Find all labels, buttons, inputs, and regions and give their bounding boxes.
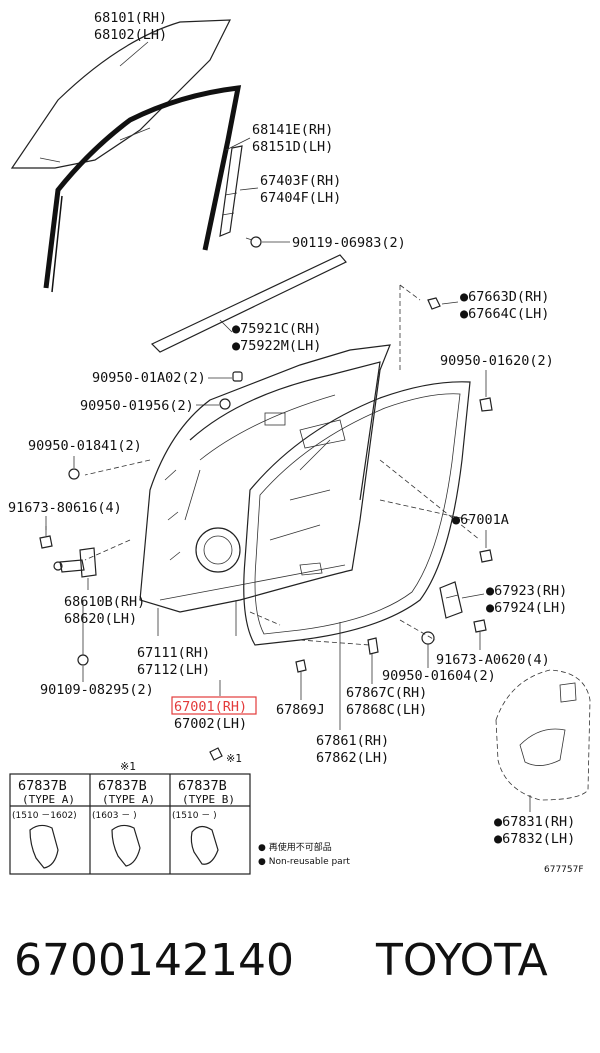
label-67112: 67112(LH) xyxy=(137,662,210,678)
bolt-91673-a0620-drawing xyxy=(473,619,487,633)
label-68610: 68610B(RH) xyxy=(64,594,145,610)
legend-col3-type: (TYPE B) xyxy=(182,793,235,806)
door-panel-drawing xyxy=(139,344,391,613)
legend-col3-part: 67837B xyxy=(178,778,227,794)
label-75922: ●75922M(LH) xyxy=(232,338,321,354)
clip-67663-drawing xyxy=(427,297,441,310)
door-hinge-drawing xyxy=(53,547,97,666)
door-glass-drawing xyxy=(10,19,231,169)
legend-col2-range: (1603 － ) xyxy=(92,811,137,821)
note-non-reusable-jp: ● 再使用不可部品 xyxy=(258,841,332,853)
plug-90950-01956-drawing xyxy=(219,398,231,410)
label-68151: 68151D(LH) xyxy=(252,139,333,155)
brand-name: TOYOTA xyxy=(376,935,548,986)
legend-col2-type: (TYPE A) xyxy=(102,793,155,806)
label-67002: 67002(LH) xyxy=(174,716,247,732)
legend-col1-part: 67837B xyxy=(18,778,67,794)
label-68620: 68620(LH) xyxy=(64,611,137,627)
label-67403: 67403F(RH) xyxy=(260,173,341,189)
label-75921: ●75921C(RH) xyxy=(232,321,321,337)
label-90950-01a02: 90950-01A02(2) xyxy=(92,370,206,386)
label-67663: ●67663D(RH) xyxy=(460,289,549,305)
service-hole-cover-drawing xyxy=(495,669,591,801)
division-bar-drawing xyxy=(219,145,243,237)
label-mark1: ※1 xyxy=(226,752,242,765)
label-90950-01956: 90950-01956(2) xyxy=(80,398,194,414)
label-67404: 67404F(LH) xyxy=(260,190,341,206)
label-90119: 90119-06983(2) xyxy=(292,235,406,251)
table-mark1: ※1 xyxy=(120,760,136,773)
label-67664: ●67664C(LH) xyxy=(460,306,549,322)
highlight-box-67001 xyxy=(171,696,257,715)
part-footer: 6700142140 TOYOTA xyxy=(0,935,600,1005)
label-90109: 90109-08295(2) xyxy=(40,682,154,698)
seal-type-a-1-drawing xyxy=(29,824,59,869)
label-91673-a0620: 91673-A0620(4) xyxy=(436,652,550,668)
label-67924: ●67924(LH) xyxy=(486,600,567,616)
label-67001a: ●67001A xyxy=(452,512,509,528)
seal-type-b-drawing xyxy=(190,825,219,865)
belt-moulding-drawing xyxy=(150,254,347,353)
legend-col1-type: (TYPE A) xyxy=(22,793,75,806)
bracket-67923-drawing xyxy=(439,581,463,619)
weatherstrip-drawing xyxy=(243,381,471,646)
label-67111: 67111(RH) xyxy=(137,645,210,661)
seal-type-a-2-drawing xyxy=(111,824,141,867)
glass-run-channel-drawing xyxy=(43,85,242,293)
label-67001: 67001(RH) xyxy=(174,699,247,715)
clip-67867-drawing xyxy=(367,637,379,655)
part-number: 6700142140 xyxy=(14,935,294,986)
parts-diagram: 68101(RH) 68102(LH) 68141E(RH) 68151D(LH… xyxy=(8,10,591,875)
label-68101: 68101(RH) xyxy=(94,10,167,26)
label-67869: 67869J xyxy=(276,702,325,718)
clip-67869-drawing xyxy=(295,659,307,673)
plug-90950-01841-drawing xyxy=(68,468,80,480)
label-67923: ●67923(RH) xyxy=(486,583,567,599)
bolt-90119-drawing xyxy=(245,236,262,248)
note-non-reusable-en: ● Non-reusable part xyxy=(258,857,350,867)
label-67867: 67867C(RH) xyxy=(346,685,427,701)
label-67831: ●67831(RH) xyxy=(494,814,575,830)
label-67832: ●67832(LH) xyxy=(494,831,575,847)
plug-90950-01620-drawing xyxy=(479,397,493,412)
legend-col3-range: (1510 － ) xyxy=(172,811,217,821)
label-90950-01620: 90950-01620(2) xyxy=(440,353,554,369)
label-67861: 67861(RH) xyxy=(316,733,389,749)
legend-col1-range: (1510 －1602) xyxy=(12,811,77,821)
label-67868: 67868C(LH) xyxy=(346,702,427,718)
figure-code: 677757F xyxy=(544,865,584,875)
label-91673-80616: 91673-80616(4) xyxy=(8,500,122,516)
legend-col2-part: 67837B xyxy=(98,778,147,794)
clip-mark1-drawing xyxy=(209,747,223,761)
label-90950-01604: 90950-01604(2) xyxy=(382,668,496,684)
label-67862: 67862(LH) xyxy=(316,750,389,766)
legend-table: 67837B (TYPE A) (1510 －1602) 67837B (TYP… xyxy=(9,773,251,875)
label-90950-01841: 90950-01841(2) xyxy=(28,438,142,454)
plug-90950-01a02-drawing xyxy=(232,371,243,382)
stop-67001a-drawing xyxy=(479,549,493,563)
label-68102: 68102(LH) xyxy=(94,27,167,43)
label-68141: 68141E(RH) xyxy=(252,122,333,138)
